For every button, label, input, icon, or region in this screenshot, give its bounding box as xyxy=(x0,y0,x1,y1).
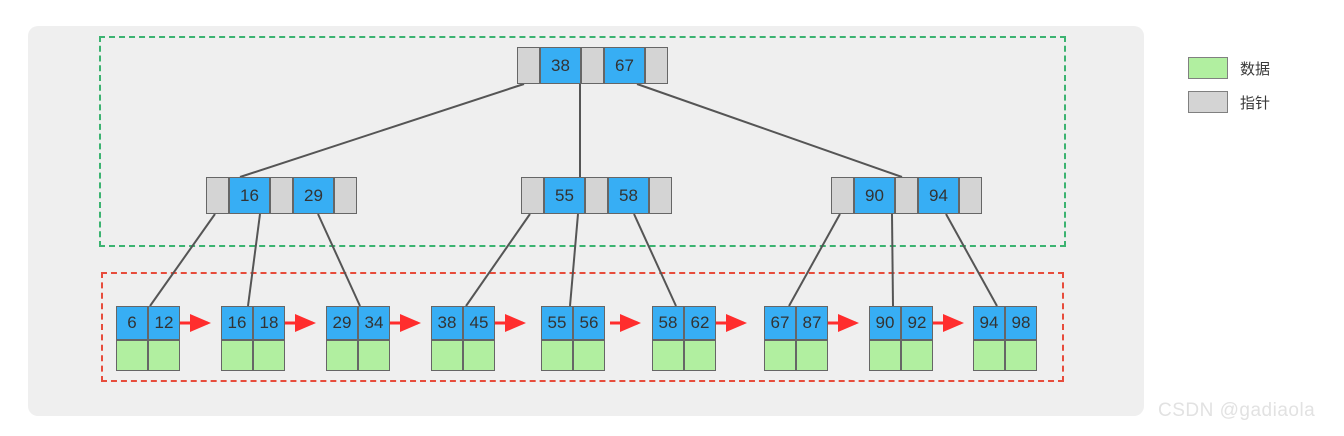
internal-node-2-pointer-2 xyxy=(959,177,982,214)
internal-node-1-key-0: 55 xyxy=(544,177,585,214)
leaf-node-5-data-0 xyxy=(652,340,684,371)
leaf-node-6-data-0 xyxy=(764,340,796,371)
leaf-node-2-key-row: 29 34 xyxy=(326,306,390,340)
leaf-node-4-data-1 xyxy=(573,340,605,371)
leaf-node-4-key-0: 55 xyxy=(541,306,573,340)
pointer-swatch xyxy=(1188,91,1228,113)
root-key-1: 67 xyxy=(604,47,645,84)
leaf-node-4-data-row xyxy=(541,340,605,371)
root-key-0: 38 xyxy=(540,47,581,84)
leaf-node-1-data-row xyxy=(221,340,285,371)
leaf-node-6-key-0: 67 xyxy=(764,306,796,340)
root-pointer-2 xyxy=(645,47,668,84)
leaf-node-5: 58 62 xyxy=(652,306,716,371)
leaf-node-1-key-1: 18 xyxy=(253,306,285,340)
leaf-node-5-key-0: 58 xyxy=(652,306,684,340)
leaf-node-2-data-1 xyxy=(358,340,390,371)
leaf-node-4: 55 56 xyxy=(541,306,605,371)
leaf-node-0-data-0 xyxy=(116,340,148,371)
internal-node-1: 55 58 xyxy=(521,177,672,214)
leaf-node-8-data-0 xyxy=(973,340,1005,371)
legend-item-pointer: 指针 xyxy=(1188,88,1270,116)
internal-node-0: 16 29 xyxy=(206,177,357,214)
legend-item-pointer-label: 指针 xyxy=(1240,94,1271,112)
leaf-node-2-key-0: 29 xyxy=(326,306,358,340)
watermark: CSDN @gadiaola xyxy=(1158,400,1316,421)
leaf-node-3-key-1: 45 xyxy=(463,306,495,340)
leaf-node-0-key-0: 6 xyxy=(116,306,148,340)
legend-item-data: 数据 xyxy=(1188,54,1270,82)
leaf-node-7-key-0: 90 xyxy=(869,306,901,340)
leaf-node-2-data-row xyxy=(326,340,390,371)
internal-node-2-key-0: 90 xyxy=(854,177,895,214)
root-pointer-1 xyxy=(581,47,604,84)
leaf-node-3-data-1 xyxy=(463,340,495,371)
internal-node-0-pointer-1 xyxy=(270,177,293,214)
internal-node-2-pointer-1 xyxy=(895,177,918,214)
root-node: 38 67 xyxy=(517,47,668,84)
index-layer-group-box xyxy=(99,36,1066,247)
internal-node-1-pointer-2 xyxy=(649,177,672,214)
internal-node-0-pointer-0 xyxy=(206,177,229,214)
internal-node-2-key-1: 94 xyxy=(918,177,959,214)
leaf-node-0: 6 12 xyxy=(116,306,180,371)
leaf-node-8-key-1: 98 xyxy=(1005,306,1037,340)
leaf-node-6: 67 87 xyxy=(764,306,828,371)
leaf-node-5-key-1: 62 xyxy=(684,306,716,340)
leaf-node-1: 16 18 xyxy=(221,306,285,371)
leaf-node-7-key-row: 90 92 xyxy=(869,306,933,340)
internal-node-1-pointer-1 xyxy=(585,177,608,214)
leaf-node-5-key-row: 58 62 xyxy=(652,306,716,340)
internal-node-0-pointer-2 xyxy=(334,177,357,214)
leaf-node-6-key-row: 67 87 xyxy=(764,306,828,340)
leaf-node-1-key-0: 16 xyxy=(221,306,253,340)
leaf-node-8-data-1 xyxy=(1005,340,1037,371)
leaf-node-0-data-1 xyxy=(148,340,180,371)
leaf-node-6-data-1 xyxy=(796,340,828,371)
leaf-node-8: 94 98 xyxy=(973,306,1037,371)
leaf-node-1-data-1 xyxy=(253,340,285,371)
leaf-node-7-data-1 xyxy=(901,340,933,371)
leaf-node-8-key-0: 94 xyxy=(973,306,1005,340)
internal-node-1-key-1: 58 xyxy=(608,177,649,214)
leaf-node-5-data-1 xyxy=(684,340,716,371)
internal-node-1-pointer-0 xyxy=(521,177,544,214)
leaf-node-7-data-0 xyxy=(869,340,901,371)
leaf-node-3-key-0: 38 xyxy=(431,306,463,340)
leaf-node-7-key-1: 92 xyxy=(901,306,933,340)
leaf-node-3-key-row: 38 45 xyxy=(431,306,495,340)
legend: 数据 指针 xyxy=(1188,54,1270,122)
leaf-node-8-key-row: 94 98 xyxy=(973,306,1037,340)
root-pointer-0 xyxy=(517,47,540,84)
leaf-node-7: 90 92 xyxy=(869,306,933,371)
leaf-node-1-data-0 xyxy=(221,340,253,371)
leaf-node-5-data-row xyxy=(652,340,716,371)
internal-node-0-key-0: 16 xyxy=(229,177,270,214)
legend-item-data-label: 数据 xyxy=(1240,60,1271,78)
leaf-node-4-key-row: 55 56 xyxy=(541,306,605,340)
leaf-node-4-data-0 xyxy=(541,340,573,371)
leaf-node-3-data-row xyxy=(431,340,495,371)
leaf-node-7-data-row xyxy=(869,340,933,371)
internal-node-0-key-1: 29 xyxy=(293,177,334,214)
leaf-node-2-data-0 xyxy=(326,340,358,371)
leaf-node-2: 29 34 xyxy=(326,306,390,371)
leaf-node-3-data-0 xyxy=(431,340,463,371)
leaf-node-3: 38 45 xyxy=(431,306,495,371)
data-swatch xyxy=(1188,57,1228,79)
internal-node-2-pointer-0 xyxy=(831,177,854,214)
leaf-node-6-key-1: 87 xyxy=(796,306,828,340)
leaf-node-0-key-row: 6 12 xyxy=(116,306,180,340)
leaf-node-0-key-1: 12 xyxy=(148,306,180,340)
leaf-node-6-data-row xyxy=(764,340,828,371)
leaf-node-8-data-row xyxy=(973,340,1037,371)
leaf-node-4-key-1: 56 xyxy=(573,306,605,340)
leaf-layer-group-box xyxy=(101,272,1064,382)
leaf-node-1-key-row: 16 18 xyxy=(221,306,285,340)
leaf-node-0-data-row xyxy=(116,340,180,371)
internal-node-2: 90 94 xyxy=(831,177,982,214)
leaf-node-2-key-1: 34 xyxy=(358,306,390,340)
